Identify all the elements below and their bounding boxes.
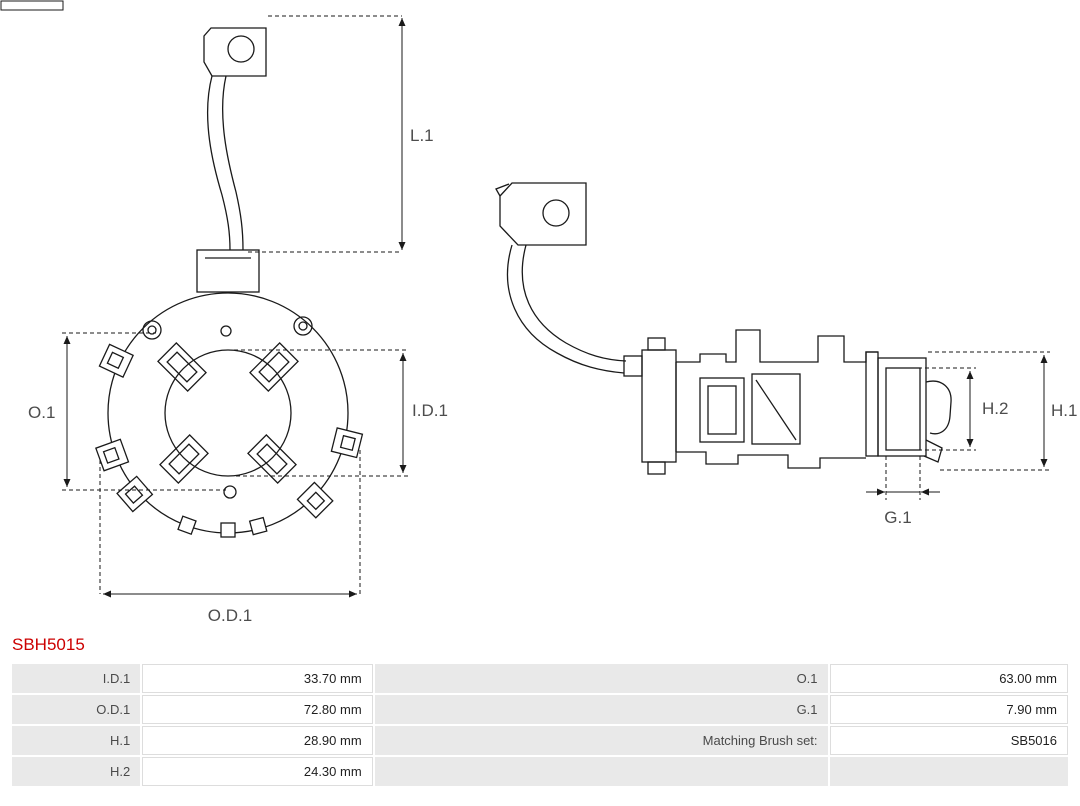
front-view-dimension-lines	[62, 15, 408, 598]
spec-value: 7.90 mm	[829, 695, 1068, 724]
dimension-label-id1: I.D.1	[412, 401, 448, 420]
table-row: I.D.1 33.70 mm O.1 63.00 mm	[12, 664, 1068, 693]
spec-value: 24.30 mm	[142, 757, 373, 786]
spec-value	[829, 757, 1068, 786]
front-view-drawing	[0, 0, 364, 538]
spec-label: O.1	[374, 664, 828, 693]
technical-drawing-svg: L.1 O.1 I.D.1 O.D.1 H.2 H.1 G.1	[0, 0, 1077, 625]
table-row: H.1 28.90 mm Matching Brush set: SB5016	[12, 726, 1068, 755]
dimension-labels: L.1 O.1 I.D.1 O.D.1 H.2 H.1 G.1	[28, 126, 1077, 625]
spec-label: O.D.1	[12, 695, 141, 724]
dimension-label-h2: H.2	[982, 399, 1008, 418]
dimension-label-g1: G.1	[884, 508, 911, 527]
dimension-label-o1: O.1	[28, 403, 55, 422]
spec-value: SB5016	[829, 726, 1068, 755]
spec-value: 63.00 mm	[829, 664, 1068, 693]
spec-label: Matching Brush set:	[374, 726, 828, 755]
dimension-label-l1: L.1	[410, 126, 434, 145]
spec-value: 28.90 mm	[142, 726, 373, 755]
spec-label: H.2	[12, 757, 141, 786]
table-row: O.D.1 72.80 mm G.1 7.90 mm	[12, 695, 1068, 724]
side-view-dimension-lines	[866, 351, 1050, 500]
dimension-label-od1: O.D.1	[208, 606, 252, 625]
spec-table: I.D.1 33.70 mm O.1 63.00 mm O.D.1 72.80 …	[10, 662, 1070, 788]
side-view-drawing	[495, 182, 952, 475]
table-row: H.2 24.30 mm	[12, 757, 1068, 786]
spec-label: H.1	[12, 726, 141, 755]
spec-label: G.1	[374, 695, 828, 724]
spec-value: 33.70 mm	[142, 664, 373, 693]
part-number: SBH5015	[12, 635, 85, 654]
dimension-label-h1: H.1	[1051, 401, 1077, 420]
spec-value: 72.80 mm	[142, 695, 373, 724]
spec-label: I.D.1	[12, 664, 141, 693]
spec-label	[374, 757, 828, 786]
drawing-frame-artifact	[0, 0, 64, 11]
